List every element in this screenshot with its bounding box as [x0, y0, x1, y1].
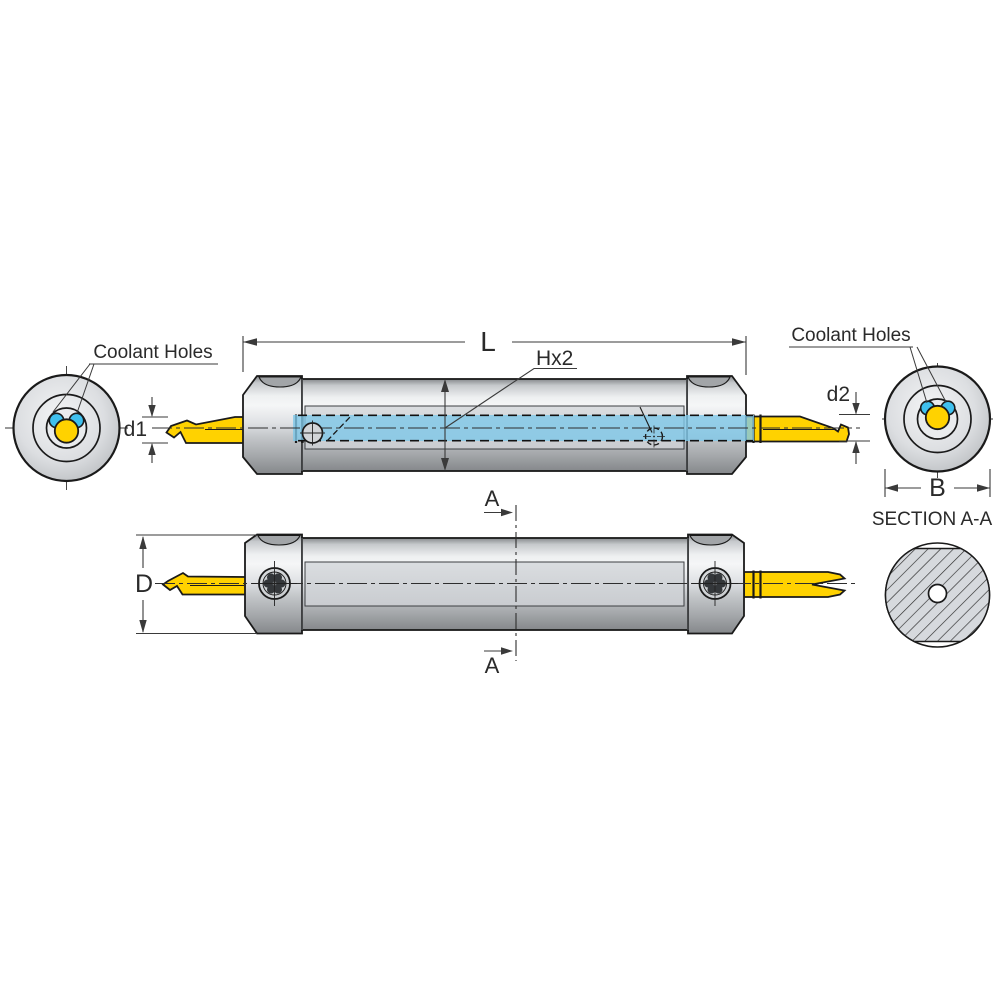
label-A-top: A [485, 486, 500, 511]
carbide-tip-right [743, 571, 847, 598]
section-coolant-bore [927, 583, 948, 604]
label-Hx2: Hx2 [536, 347, 573, 370]
torx-screw-right [692, 561, 738, 606]
dimension-B: B [884, 469, 991, 502]
dimension-L: L [242, 326, 747, 375]
section-title: SECTION A-A [872, 509, 993, 530]
leader-line [916, 346, 947, 403]
section-a-a-view: SECTION A-A [872, 509, 993, 648]
right-end-view: Coolant Holes B [789, 325, 993, 502]
side-view-plain [155, 533, 858, 635]
coolant-holes-label-right: Coolant Holes [791, 325, 910, 346]
nose-left [242, 375, 303, 475]
nose-scallop [687, 376, 731, 388]
nose-scallop [258, 376, 302, 388]
section-cut-line-a-a: A A [484, 486, 517, 678]
bore-transition-line [639, 406, 653, 433]
dimension-D: D [135, 534, 257, 635]
leader-line [76, 363, 95, 414]
dimension-Hx2: Hx2 [441, 347, 577, 471]
label-d2: d2 [827, 383, 850, 406]
side-view-coolant [152, 375, 860, 475]
carbide-bore-center [53, 418, 80, 444]
label-A-bottom: A [485, 653, 500, 678]
leader-line [909, 346, 928, 404]
label-B: B [929, 474, 946, 502]
label-D: D [135, 570, 153, 598]
coolant-holes-label-left: Coolant Holes [93, 342, 212, 363]
torx-screw-left [252, 561, 297, 606]
dimension-d2: d2 [827, 383, 870, 464]
nose-scallop [257, 534, 301, 546]
left-end-view: Coolant Holes [5, 342, 218, 490]
bore-transition-line [326, 415, 352, 442]
carbide-tip-right [745, 415, 850, 443]
label-d1: d1 [124, 418, 147, 441]
clamp-screw-hidden [639, 406, 665, 448]
nose-scallop [689, 534, 733, 546]
clamp-screw-side [300, 415, 352, 446]
label-L: L [480, 326, 496, 357]
dimension-d1: d1 [124, 397, 168, 463]
carbide-bore-center [924, 404, 951, 431]
leader-line [52, 363, 91, 413]
